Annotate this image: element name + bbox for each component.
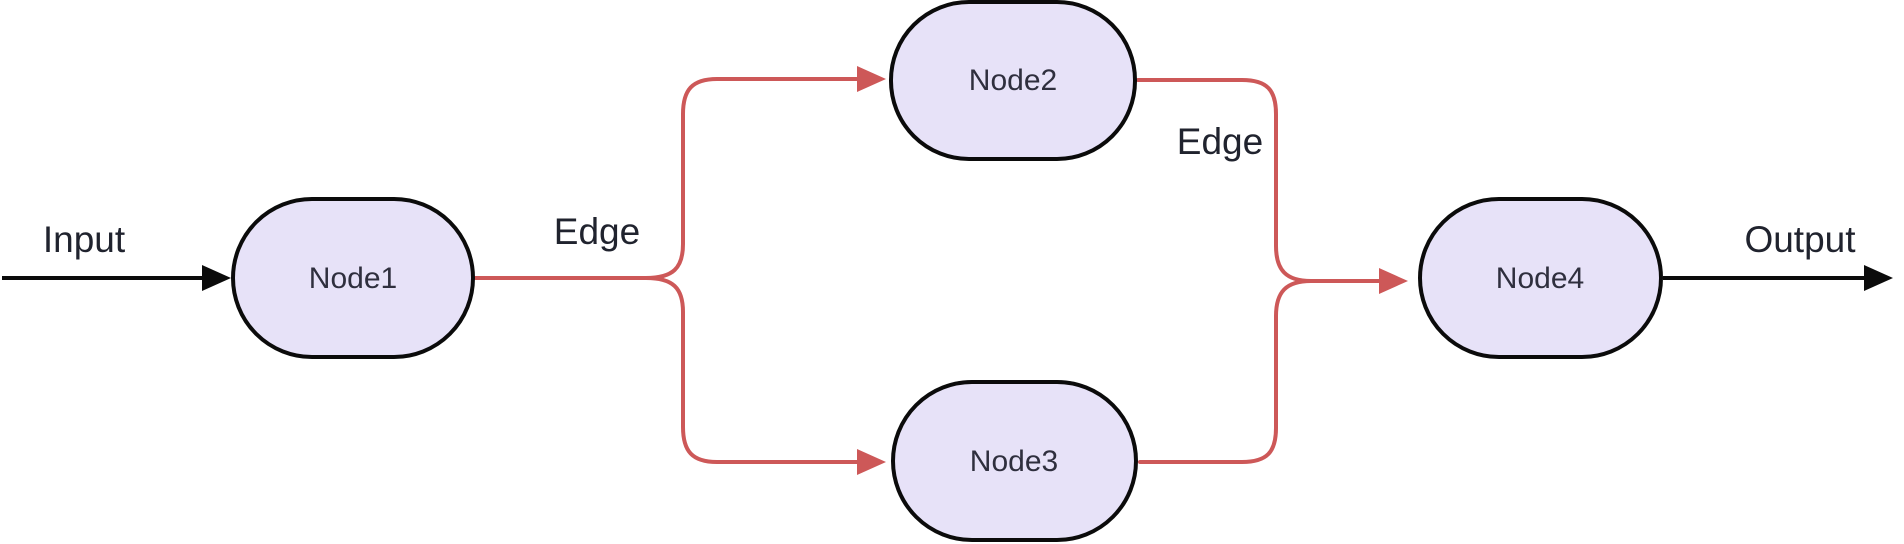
output-edge-label: Output	[1744, 219, 1856, 260]
edge-node2-to-node4	[1136, 78, 1381, 283]
edge-node3-to-node4	[1138, 268, 1408, 464]
node3-label: Node3	[970, 445, 1058, 478]
output-arrowhead-icon	[1864, 265, 1893, 291]
node-node2: Node2	[889, 0, 1137, 161]
edge-node1-to-node3	[472, 276, 886, 475]
edge-label-left: Edge	[554, 211, 640, 252]
node4-label: Node4	[1496, 262, 1584, 295]
node1-label: Node1	[309, 262, 397, 295]
edge-node1-node2-line	[472, 77, 859, 280]
edge-node2-node4-line	[1136, 78, 1381, 283]
edge-node1-node3-arrowhead-icon	[857, 449, 886, 475]
node2-shape	[889, 0, 1137, 161]
node2-label: Node2	[969, 64, 1057, 97]
node4-shape	[1418, 197, 1663, 359]
edge-node3-node4-line	[1138, 279, 1381, 464]
node-node3: Node3	[891, 380, 1138, 542]
node3-shape	[891, 380, 1138, 542]
edge-node1-node3-line	[472, 276, 859, 464]
edge-input-to-node1	[2, 265, 231, 291]
edge-node1-node2-arrowhead-icon	[857, 66, 886, 92]
input-arrowhead-icon	[202, 265, 231, 291]
edge-label-right: Edge	[1177, 121, 1263, 162]
node1-shape	[231, 197, 475, 359]
node-node4: Node4	[1418, 197, 1663, 359]
node-node1: Node1	[231, 197, 475, 359]
edge-merge-arrowhead-icon	[1379, 268, 1408, 294]
edge-node1-to-node2	[472, 66, 886, 280]
edge-node4-to-output	[1663, 265, 1893, 291]
input-edge-label: Input	[43, 219, 126, 260]
